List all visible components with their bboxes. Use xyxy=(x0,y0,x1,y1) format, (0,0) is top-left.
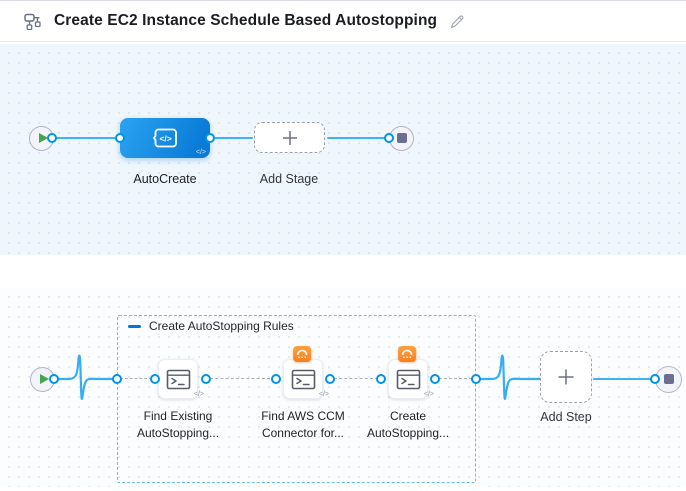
connector-line xyxy=(55,137,118,139)
pipeline-header: Create EC2 Instance Schedule Based Autos… xyxy=(0,0,686,42)
custom-stage-icon: </> xyxy=(152,127,179,149)
connector-port[interactable] xyxy=(325,374,335,384)
step-group-box[interactable] xyxy=(117,315,476,483)
add-step-label: Add Step xyxy=(540,410,592,424)
connector-line xyxy=(327,137,387,139)
connector-port[interactable] xyxy=(430,374,440,384)
pipeline-icon xyxy=(24,13,44,30)
connector-port[interactable] xyxy=(205,133,215,143)
step-canvas: Create AutoStopping Rules </> Find Exist… xyxy=(0,288,686,487)
stop-icon xyxy=(663,374,674,384)
add-stage-button[interactable] xyxy=(254,122,325,153)
step-group-label: Create AutoStopping Rules xyxy=(149,319,294,333)
connector-port[interactable] xyxy=(376,374,386,384)
connector-port[interactable] xyxy=(47,133,57,143)
plus-icon xyxy=(281,129,299,147)
step-label-line1: Find Existing xyxy=(143,409,213,423)
stop-icon xyxy=(396,133,407,143)
connector-port[interactable] xyxy=(384,133,394,143)
edit-pencil-icon[interactable] xyxy=(449,13,466,30)
add-stage-label: Add Stage xyxy=(259,172,319,186)
plus-icon xyxy=(556,367,576,387)
dashed-connector xyxy=(120,378,152,379)
dashed-connector xyxy=(210,378,270,379)
connector-port[interactable] xyxy=(650,374,660,384)
connector-port[interactable] xyxy=(471,374,481,384)
stage-canvas: </> </> AutoCreate Add Stage xyxy=(0,44,686,255)
code-icon: </> xyxy=(318,391,329,398)
play-icon xyxy=(39,374,49,384)
step-label-line1: Create xyxy=(389,409,427,423)
step-label-line2: AutoStopping... xyxy=(366,426,450,440)
connector-line xyxy=(213,137,253,139)
boundary-link-icon xyxy=(56,354,118,401)
add-step-button[interactable] xyxy=(540,351,592,403)
shell-script-icon xyxy=(396,369,421,390)
step-label-line2: AutoStopping... xyxy=(136,426,220,440)
pipeline-title: Create EC2 Instance Schedule Based Autos… xyxy=(54,12,438,29)
collapse-icon[interactable] xyxy=(128,324,141,328)
step-label: Find AWS CCM Connector for... xyxy=(243,408,363,442)
connector-port[interactable] xyxy=(201,374,211,384)
code-icon: </> xyxy=(423,391,434,398)
stage-node-autocreate[interactable]: </> </> xyxy=(115,118,215,158)
step-node-create-autostopping[interactable]: </> xyxy=(388,346,434,399)
step-label-line1: Find AWS CCM xyxy=(261,409,345,423)
play-icon xyxy=(38,133,48,143)
stage-label: AutoCreate xyxy=(133,172,197,186)
dashed-connector xyxy=(439,378,472,379)
svg-text:</>: </> xyxy=(159,134,171,144)
step-node-find-aws-ccm[interactable]: </> xyxy=(283,346,329,399)
connector-line xyxy=(593,378,651,380)
connector-port[interactable] xyxy=(150,374,160,384)
connector-port[interactable] xyxy=(112,374,122,384)
code-icon: </> xyxy=(195,149,206,156)
step-node-find-existing[interactable]: </> xyxy=(158,359,204,399)
code-icon: </> xyxy=(193,391,204,398)
ccm-badge-icon xyxy=(398,346,417,362)
connector-port[interactable] xyxy=(271,374,281,384)
boundary-link-icon xyxy=(479,354,541,401)
step-label: Find Existing AutoStopping... xyxy=(118,408,238,442)
shell-script-icon xyxy=(291,369,316,390)
step-group-header[interactable]: Create AutoStopping Rules xyxy=(128,319,294,333)
connector-port[interactable] xyxy=(115,133,125,143)
dashed-connector xyxy=(334,378,378,379)
step-label-line2: Connector for... xyxy=(261,426,345,440)
step-label: Create AutoStopping... xyxy=(348,408,468,442)
connector-port[interactable] xyxy=(49,374,59,384)
shell-script-icon xyxy=(166,369,191,390)
ccm-badge-icon xyxy=(293,346,312,362)
